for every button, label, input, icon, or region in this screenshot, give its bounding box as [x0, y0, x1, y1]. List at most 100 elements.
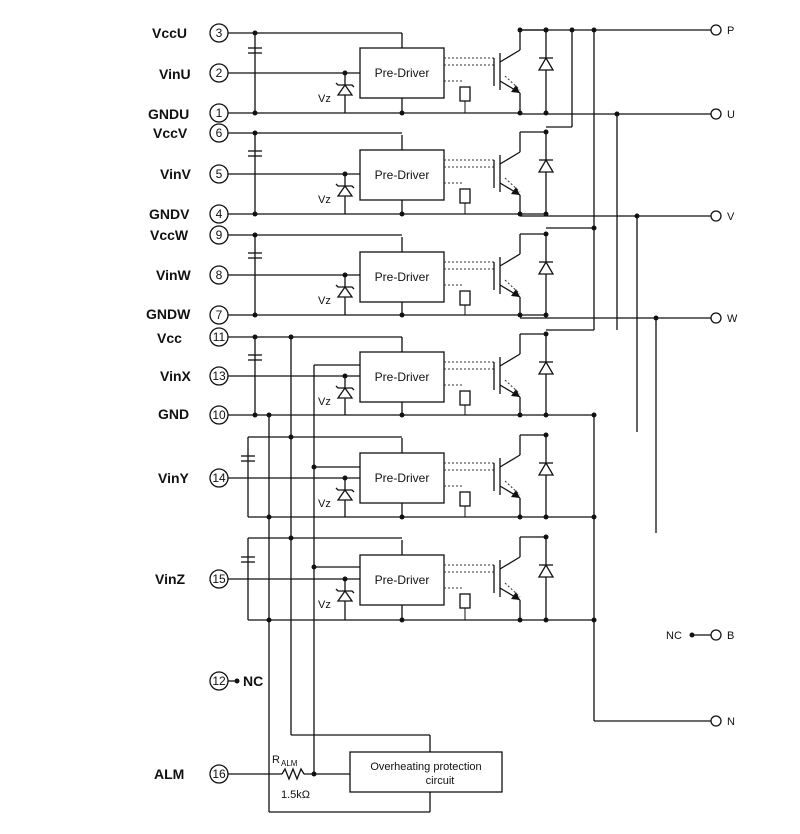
- ground-dot: [399, 211, 405, 217]
- pre-driver-box: [359, 47, 445, 99]
- diode-dot: [543, 617, 549, 623]
- zener-label: Vz: [318, 396, 331, 408]
- pin-7-number: 7: [216, 308, 223, 322]
- pin-9-number: 9: [216, 228, 223, 242]
- igbt-collector: [499, 454, 521, 468]
- pre-driver-box: [359, 554, 445, 606]
- pin-3-number: 3: [216, 26, 223, 40]
- overheat-protection-box: [349, 751, 503, 793]
- terminal-b-label: B: [727, 630, 734, 642]
- pin-label-gndu: GNDU: [148, 106, 189, 122]
- zener-diode-symbol: [336, 386, 354, 399]
- zener-bar: [335, 385, 355, 391]
- pin-2-number: 2: [216, 66, 223, 80]
- pre-driver-label: Pre-Driver: [375, 270, 430, 284]
- terminal-w-label: W: [727, 313, 738, 325]
- pin-label-vcc: Vcc: [157, 330, 182, 346]
- ground-dot: [399, 412, 405, 418]
- igbt-collector: [499, 151, 521, 165]
- sense-resistor: [459, 188, 471, 204]
- pin-label-gndw: GNDW: [146, 306, 191, 322]
- zener-label: Vz: [318, 194, 331, 206]
- pin-8-number: 8: [216, 268, 223, 282]
- pin-label-vccu: VccU: [152, 25, 187, 41]
- pre-driver-label: Pre-Driver: [375, 168, 430, 182]
- ground-dot: [399, 514, 405, 520]
- zener-label: Vz: [318, 295, 331, 307]
- emitter-dot: [517, 514, 523, 520]
- channel-v: Vz Pre-Driver: [228, 129, 555, 217]
- sense-resistor: [459, 593, 471, 609]
- zener-label: Vz: [318, 498, 331, 510]
- terminal-b: [710, 629, 722, 641]
- zener-bar: [335, 588, 355, 594]
- terminal-n-label: N: [727, 716, 735, 728]
- zener-bar: [335, 82, 355, 88]
- top-dot: [543, 27, 549, 33]
- terminals: P U V W B NC N: [666, 24, 738, 728]
- top-dot: [543, 331, 549, 337]
- pin-label-viny: VinY: [158, 470, 190, 486]
- pin-label-vinw: VinW: [156, 267, 192, 283]
- igbt-arrow: [511, 389, 520, 397]
- diode-dot: [543, 110, 549, 116]
- igbt-arrow: [511, 490, 520, 498]
- igbt-sense: [504, 379, 521, 395]
- igbt-arrow: [511, 85, 520, 93]
- overheat-box-line1: Overheating protection: [370, 761, 481, 773]
- terminal-b-nc-label: NC: [666, 630, 682, 642]
- ground-dot: [399, 110, 405, 116]
- pin-label-vinv: VinV: [160, 166, 192, 182]
- pin-1-number: 1: [216, 106, 223, 120]
- alarm-resistor-value: 1.5kΩ: [281, 789, 310, 801]
- alarm-resistor-name: R: [272, 754, 280, 766]
- igbt-sense: [504, 480, 521, 496]
- emitter-dot: [517, 211, 523, 217]
- diode-dot: [543, 211, 549, 217]
- ground-dot: [399, 617, 405, 623]
- pin-label-vinz: VinZ: [155, 571, 186, 587]
- igbt-collector: [499, 253, 521, 267]
- zener-bar: [335, 487, 355, 493]
- diode-dot: [543, 514, 549, 520]
- freewheel-diode: [537, 260, 555, 275]
- terminal-w: [710, 312, 722, 324]
- igbt-collector: [499, 556, 521, 570]
- alarm-section: Overheating protection circuit R ALM 1.5…: [228, 364, 503, 813]
- freewheel-diode: [537, 563, 555, 578]
- terminal-v: [710, 210, 722, 222]
- igbt-arrow: [511, 592, 520, 600]
- zener-diode-symbol: [336, 589, 354, 602]
- igbt-sense: [504, 177, 521, 193]
- pre-driver-label: Pre-Driver: [375, 471, 430, 485]
- pin-16-number: 16: [212, 767, 226, 781]
- sense-resistor: [459, 290, 471, 306]
- top-dot: [543, 129, 549, 135]
- zener-diode-symbol: [336, 488, 354, 501]
- ground-dot: [399, 312, 405, 318]
- pin-15-number: 15: [212, 572, 226, 586]
- channel-y: Vz Pre-Driver: [228, 432, 555, 520]
- overheat-box-line2: circuit: [426, 775, 455, 787]
- terminal-p-label: P: [727, 25, 734, 37]
- emitter-dot: [517, 412, 523, 418]
- pin-label-alm: ALM: [154, 766, 184, 782]
- pin-label-gnd: GND: [158, 406, 189, 422]
- zener-diode-symbol: [336, 83, 354, 96]
- pin-4-number: 4: [216, 207, 223, 221]
- pin-label-vccv: VccV: [153, 125, 188, 141]
- sense-resistor: [459, 86, 471, 102]
- pre-driver-label: Pre-Driver: [375, 66, 430, 80]
- pin-6-number: 6: [216, 126, 223, 140]
- diode-dot: [543, 412, 549, 418]
- sense-resistor: [459, 491, 471, 507]
- pin-5-number: 5: [216, 167, 223, 181]
- nc12-dot: [234, 678, 240, 684]
- pre-driver-box: [359, 452, 445, 504]
- freewheel-diode: [537, 461, 555, 476]
- igbt-arrow: [511, 187, 520, 195]
- pin-label-vccw: VccW: [150, 227, 189, 243]
- terminal-u: [710, 108, 722, 120]
- pre-driver-label: Pre-Driver: [375, 370, 430, 384]
